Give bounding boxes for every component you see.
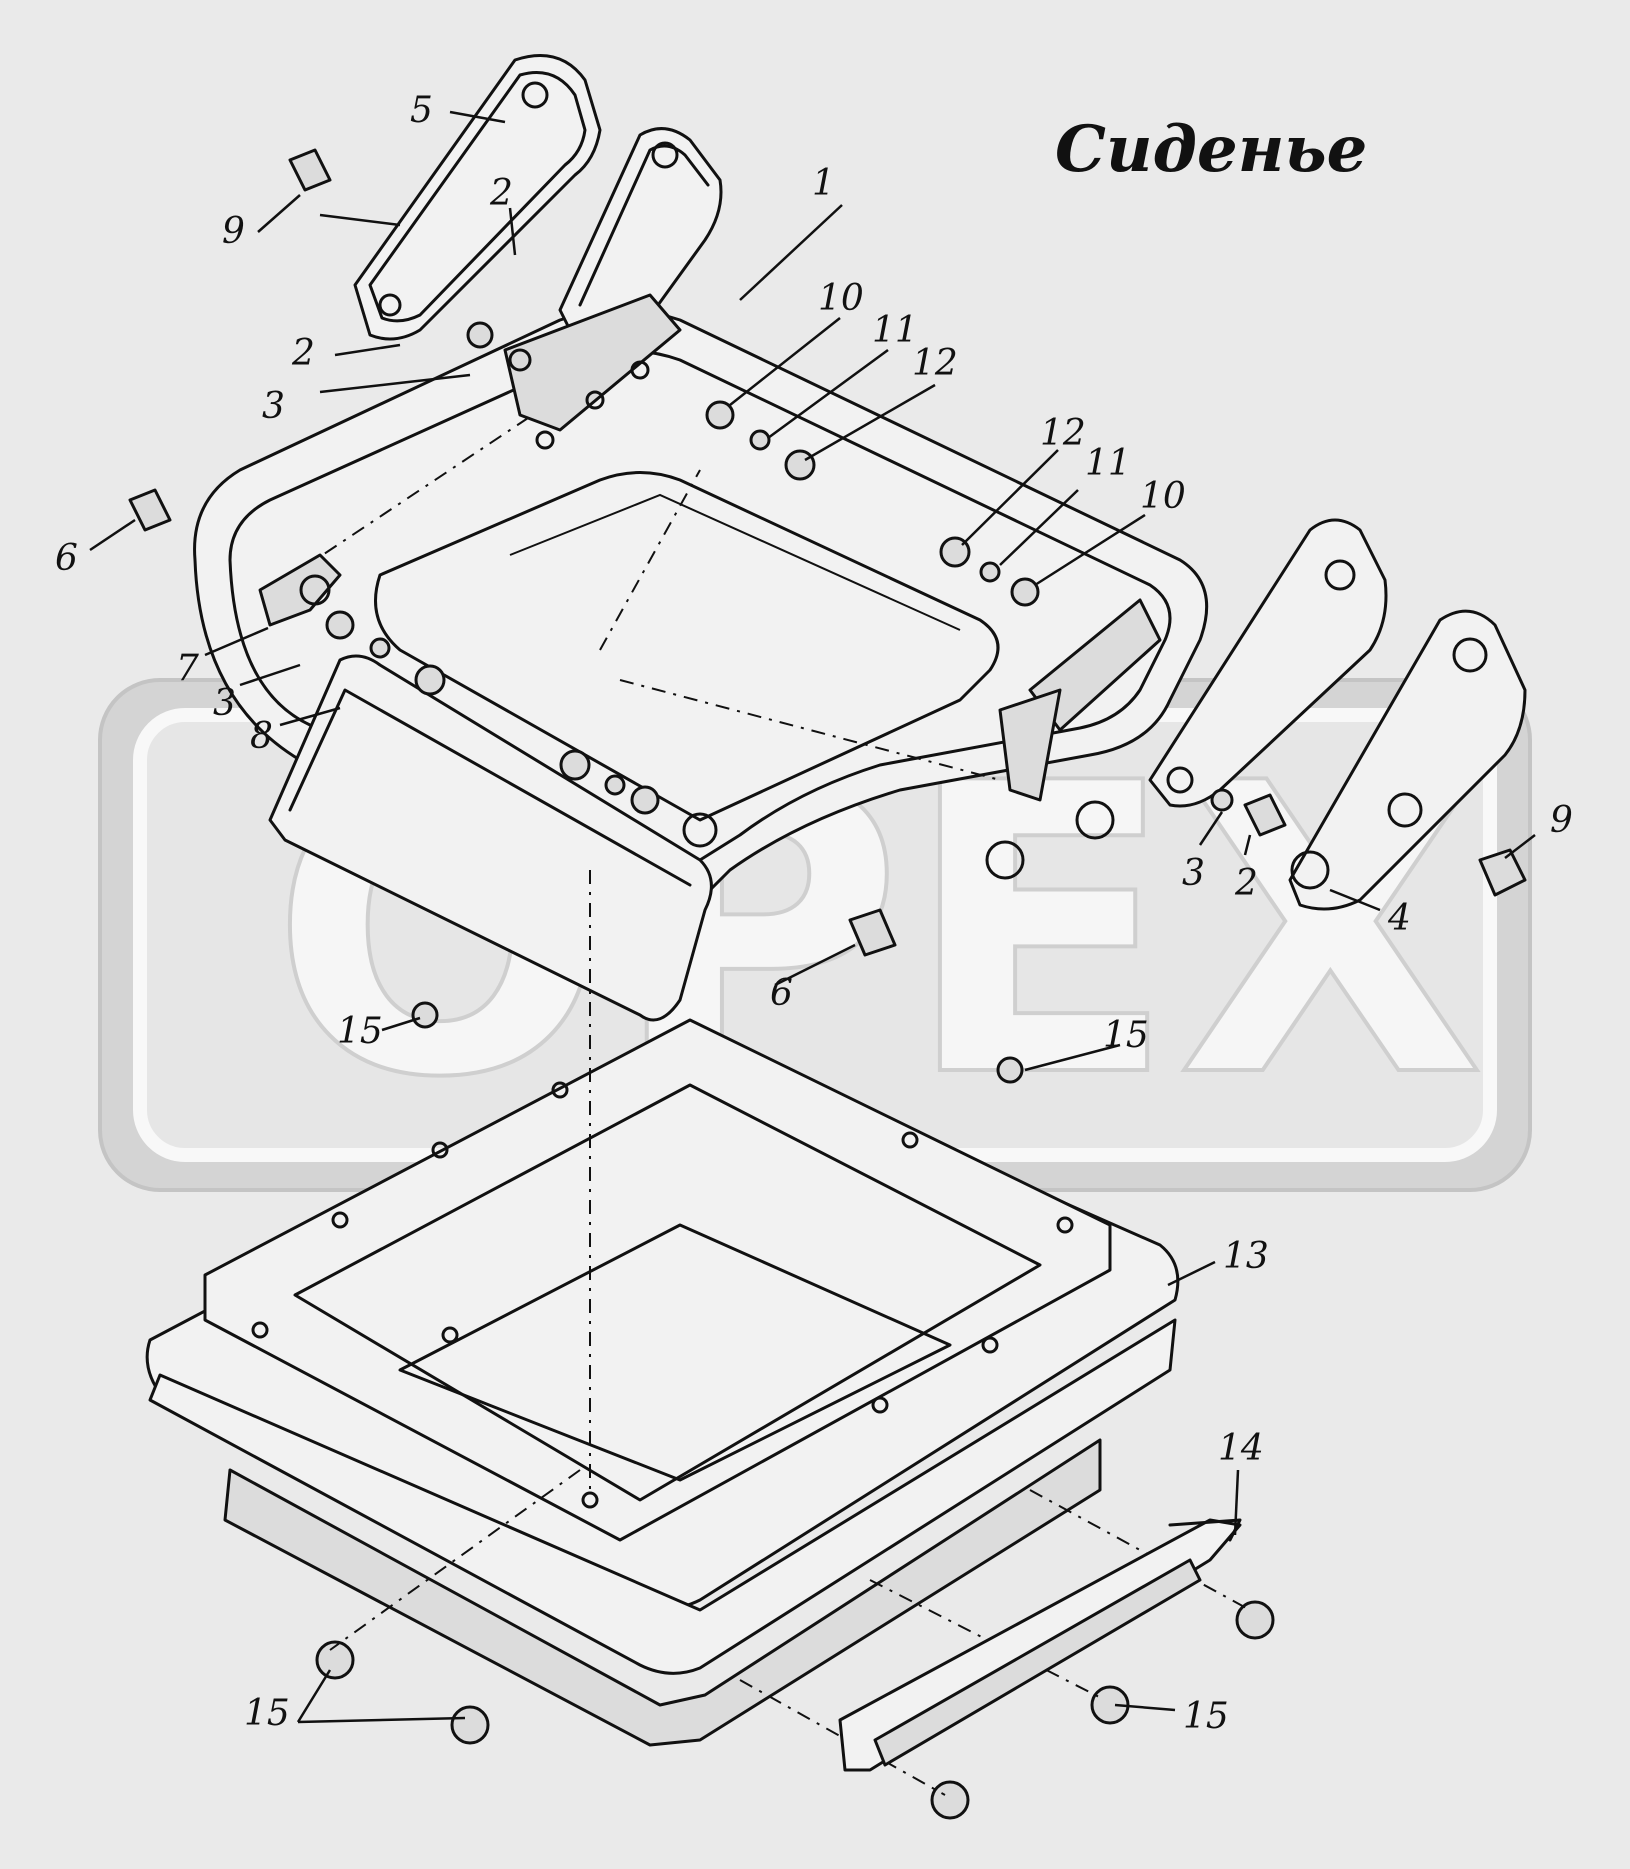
label-part-10: 10	[1140, 476, 1186, 517]
label-part-6: 6	[55, 538, 78, 579]
label-part-1: 1	[812, 163, 835, 204]
label-part-4: 4	[1387, 898, 1411, 939]
label-part-15: 15	[1183, 1696, 1229, 1737]
label-part-12: 12	[1040, 413, 1086, 454]
left-bracket-bar	[258, 553, 718, 1065]
label-part-14: 14	[1218, 1428, 1264, 1469]
slide-rail-14	[838, 1518, 1242, 1772]
label-part-2: 2	[489, 173, 513, 214]
label-part-11: 11	[1085, 443, 1131, 484]
seat-base-13	[145, 870, 1251, 1796]
hinge-plate-4	[1148, 518, 1527, 911]
label-part-2: 2	[291, 333, 315, 374]
part-labels: 5 9 2 2 3 1 10 11 12 12 11 10 6 7 3 8 9 …	[55, 90, 1573, 1737]
label-part-15: 15	[1103, 1015, 1149, 1056]
label-part-15: 15	[337, 1011, 383, 1052]
right-hinge-bracket	[985, 598, 1162, 880]
diagram-title: Сиденье	[1055, 112, 1368, 187]
label-part-15: 15	[244, 1693, 290, 1734]
label-part-10: 10	[818, 278, 864, 319]
label-part-12: 12	[912, 343, 958, 384]
label-part-5: 5	[410, 90, 433, 131]
label-part-11: 11	[872, 310, 918, 351]
label-part-13: 13	[1223, 1236, 1269, 1277]
label-part-3: 3	[262, 386, 285, 427]
label-part-6: 6	[770, 973, 793, 1014]
leader-lines	[89, 110, 1536, 1724]
hinge-bracket	[503, 127, 723, 450]
label-part-9: 9	[1550, 800, 1573, 841]
bolts-15	[315, 1001, 1275, 1820]
label-part-7: 7	[176, 648, 199, 689]
label-part-3: 3	[213, 683, 236, 724]
label-part-9: 9	[222, 211, 245, 252]
label-part-8: 8	[250, 716, 273, 757]
label-part-3: 3	[1182, 853, 1205, 894]
hinge-plate-5	[353, 54, 602, 341]
fasteners	[128, 148, 1527, 957]
label-part-2: 2	[1234, 863, 1258, 904]
